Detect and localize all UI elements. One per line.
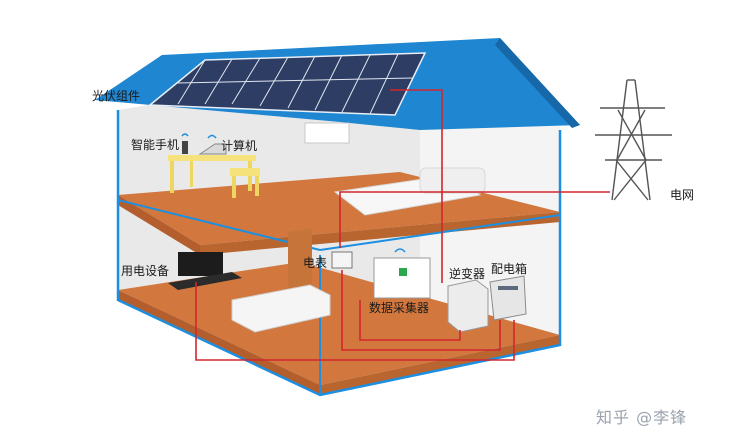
power-tower [595, 79, 672, 201]
wifi-icon [181, 133, 189, 137]
smartphone-device [182, 141, 188, 154]
inverter-device [447, 279, 489, 333]
label-inverter: 逆变器 [449, 267, 486, 281]
label-data-collector: 数据采集器 [369, 301, 430, 315]
tv [178, 252, 223, 276]
attic-window [304, 122, 350, 144]
label-meter: 电表 [303, 256, 328, 270]
label-pv-module: 光伏组件 [92, 89, 141, 103]
label-computer: 计算机 [221, 139, 258, 153]
label-grid: 电网 [670, 188, 695, 202]
meter-device [331, 251, 353, 269]
chair [230, 168, 260, 176]
desk [168, 155, 256, 161]
tv-stand [168, 272, 242, 290]
wifi-icon [394, 248, 406, 253]
label-distribution-box: 配电箱 [491, 262, 528, 276]
watermark: 知乎 @李锋 [596, 408, 688, 427]
label-smartphone: 智能手机 [131, 138, 180, 152]
solar-panel-grid [177, 53, 414, 115]
laptop [198, 143, 227, 155]
data-collector-device [373, 257, 431, 299]
wifi-icon [207, 134, 217, 139]
door [288, 228, 312, 288]
solar-panel-array [147, 52, 427, 116]
label-appliance: 用电设备 [121, 264, 170, 278]
ground-floor [118, 262, 560, 385]
wiring [195, 89, 610, 361]
distribution-box-device [489, 275, 527, 321]
sofa [231, 284, 331, 333]
